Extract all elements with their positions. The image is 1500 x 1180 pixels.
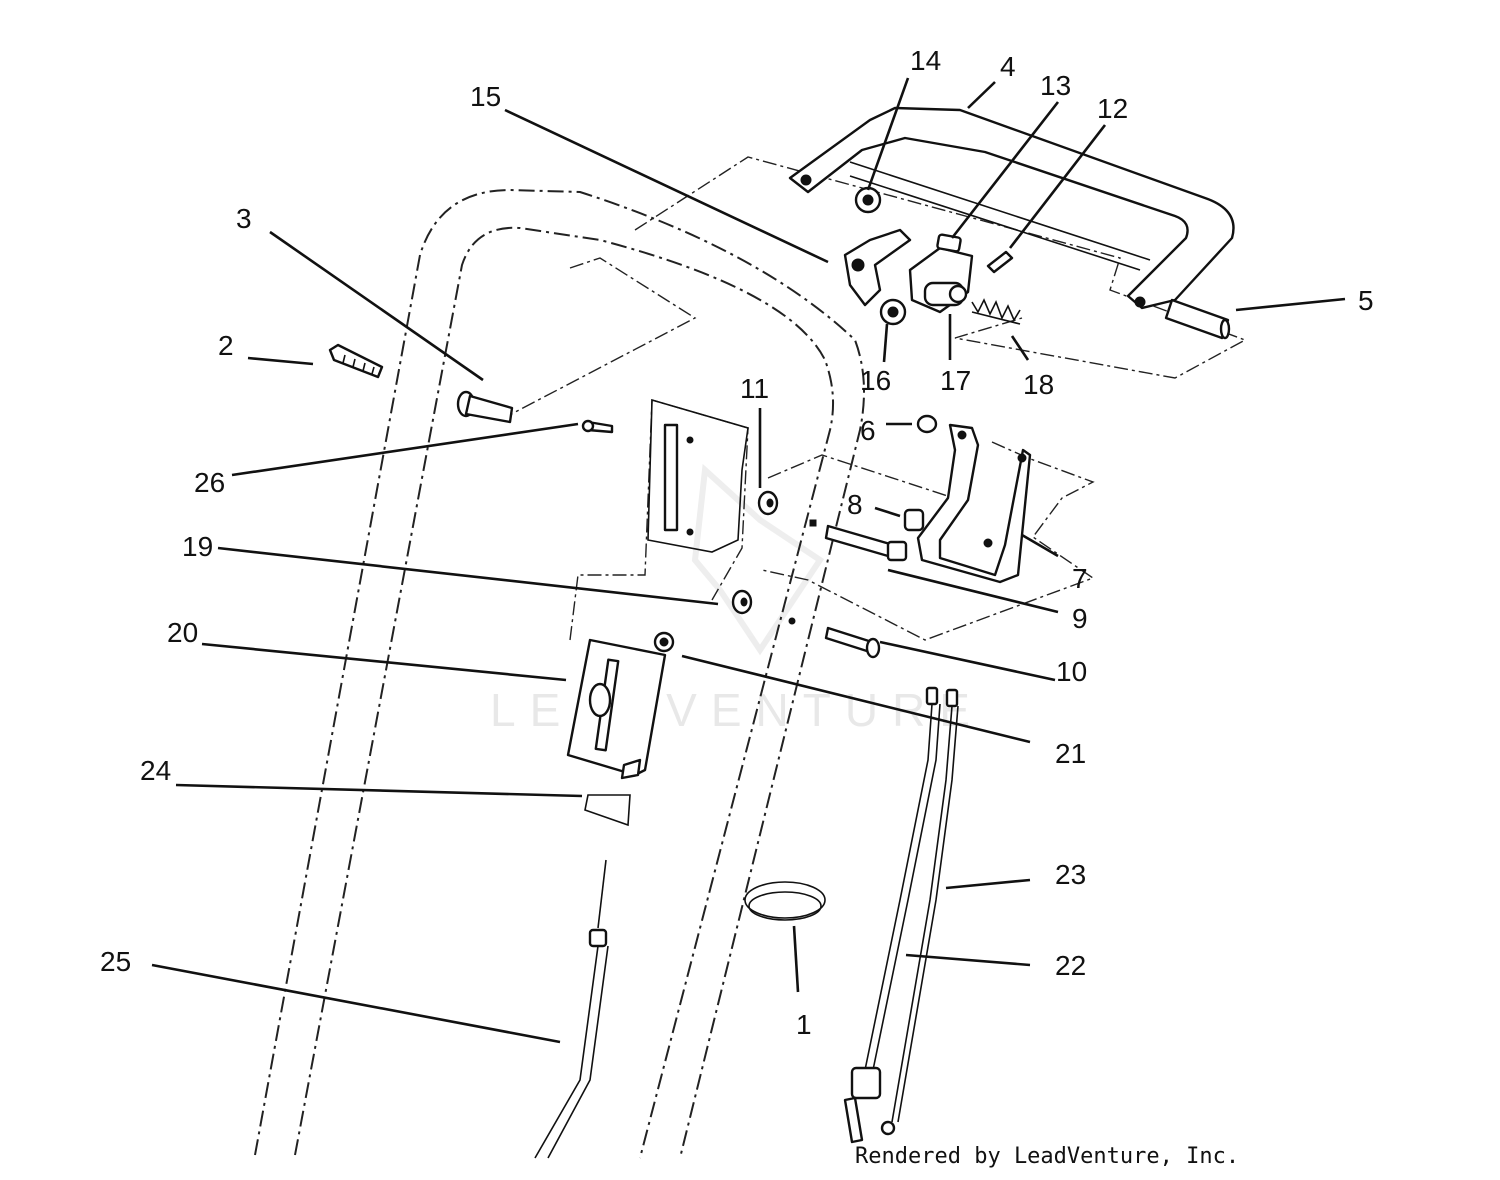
callout-6: 6 (860, 415, 876, 446)
callout-1: 1 (796, 1009, 812, 1040)
callout-17: 17 (940, 365, 971, 396)
callout-18: 18 (1023, 369, 1054, 400)
callout-25: 25 (100, 946, 131, 977)
mounting-bracket (916, 423, 1032, 584)
nut-lower (879, 298, 907, 326)
small-screw (986, 250, 1014, 274)
hose-clamp (744, 881, 826, 921)
cable-23 (880, 688, 959, 1136)
leader-7 (1021, 533, 1059, 558)
pin (1164, 298, 1231, 340)
callout-7: 7 (1072, 563, 1088, 594)
leader-3 (269, 230, 484, 382)
callout-11: 11 (740, 373, 769, 404)
callout-15: 15 (470, 81, 501, 112)
bolt-9 (809, 519, 908, 562)
leader-2 (247, 356, 314, 366)
callout-16: 16 (860, 365, 891, 396)
callout-8: 8 (847, 489, 863, 520)
leader-8 (874, 506, 901, 518)
callout-4: 4 (1000, 51, 1016, 82)
leader-24 (175, 783, 583, 798)
leader-9 (887, 568, 1059, 614)
watermark: LEADVENTURE (490, 463, 984, 736)
leader-25 (151, 963, 561, 1044)
leader-10 (879, 640, 1056, 682)
leader-13 (950, 101, 1060, 239)
leader-lines (151, 77, 1346, 1044)
leader-5 (1235, 297, 1346, 312)
callout-2: 2 (218, 330, 234, 361)
watermark-text: LEADVENTURE (490, 684, 984, 736)
nut-6 (916, 414, 938, 434)
leader-12 (1008, 124, 1107, 249)
leader-14 (866, 77, 910, 191)
leader-20 (201, 642, 567, 682)
assembly-guides (499, 156, 1247, 641)
pawl (843, 228, 912, 307)
leader-15 (504, 108, 829, 264)
control-plate (566, 638, 667, 780)
handle-tube (254, 188, 865, 1159)
callout-labels: 14 4 13 12 15 3 2 5 16 17 18 11 6 26 8 7… (100, 45, 1374, 1040)
leader-22 (905, 953, 1031, 967)
spring (971, 298, 1021, 325)
bolt-10 (788, 617, 881, 659)
leader-23 (945, 878, 1031, 890)
leader-4 (967, 81, 996, 109)
leader-1 (792, 925, 800, 993)
small-bolt (936, 233, 962, 253)
pivot-shaft (456, 390, 514, 424)
nut-top (854, 186, 882, 214)
cable-25 (534, 859, 609, 1159)
knob (653, 631, 675, 653)
nut-8 (903, 508, 925, 532)
leader-26 (231, 422, 579, 477)
callout-23: 23 (1055, 859, 1086, 890)
callout-20: 20 (167, 617, 198, 648)
callout-5: 5 (1358, 285, 1374, 316)
callout-10: 10 (1056, 656, 1087, 687)
insert-24 (584, 794, 631, 827)
leader-21 (681, 654, 1031, 744)
callout-13: 13 (1040, 70, 1071, 101)
leader-19 (217, 546, 719, 606)
screw-26 (581, 419, 614, 434)
backing-plate (647, 398, 749, 553)
leader-16 (882, 323, 889, 363)
callout-21: 21 (1055, 738, 1086, 769)
callout-12: 12 (1097, 93, 1128, 124)
cable-22 (843, 686, 941, 1144)
callout-26: 26 (194, 467, 225, 498)
credit-text: Rendered by LeadVenture, Inc. (855, 1144, 1240, 1169)
screw-2 (328, 343, 384, 379)
roller-bracket (908, 246, 974, 314)
callout-14: 14 (910, 45, 941, 76)
callout-24: 24 (140, 755, 171, 786)
callout-19: 19 (182, 531, 213, 562)
callout-22: 22 (1055, 950, 1086, 981)
leader-18 (1010, 335, 1030, 361)
washer-19 (731, 589, 753, 615)
callout-3: 3 (236, 203, 252, 234)
callout-9: 9 (1072, 603, 1088, 634)
washer-11 (757, 490, 779, 516)
bail-handle (788, 106, 1235, 310)
